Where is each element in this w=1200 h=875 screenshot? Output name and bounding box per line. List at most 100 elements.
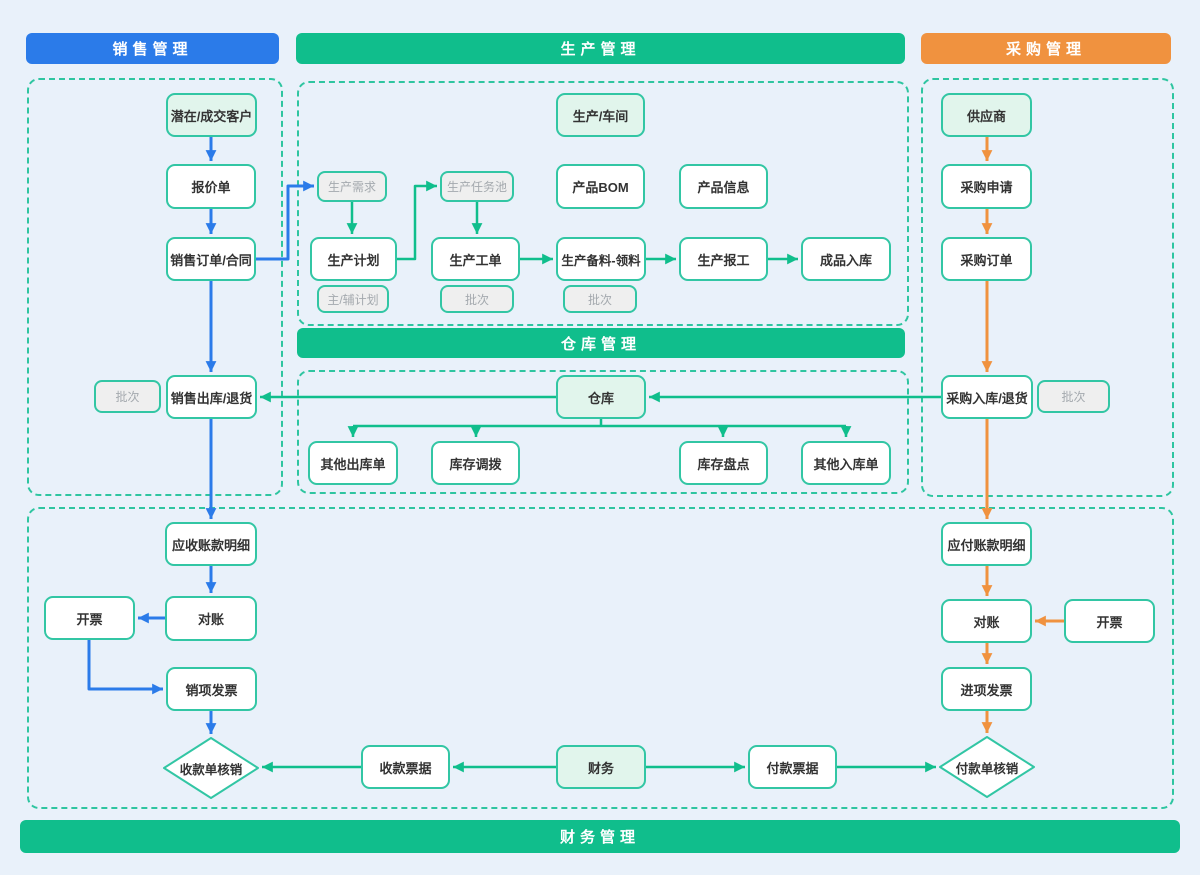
diamond-shape bbox=[163, 737, 259, 799]
node-supplier-label: 供应商 bbox=[966, 108, 1006, 124]
node-payment-writeoff-label: 付款单核销 bbox=[955, 761, 1019, 776]
connector bbox=[397, 180, 437, 261]
node-finance[interactable]: 财务 bbox=[556, 745, 646, 789]
node-batch-left[interactable]: 批次 bbox=[94, 380, 161, 413]
node-prod-material[interactable]: 生产备料-领料 bbox=[556, 237, 646, 281]
node-purchase-order[interactable]: 采购订单 bbox=[941, 237, 1032, 281]
node-stock-transfer[interactable]: 库存调拨 bbox=[431, 441, 520, 485]
node-purchase-order-label: 采购订单 bbox=[960, 252, 1013, 268]
node-prod-workshop-label: 生产/车间 bbox=[572, 108, 629, 124]
purchase-header-bar[interactable]: 采购管理 bbox=[921, 33, 1171, 64]
sales-header-bar[interactable]: 销售管理 bbox=[26, 33, 279, 64]
node-purchase-request[interactable]: 采购申请 bbox=[941, 164, 1032, 209]
purchase-flow-connectors bbox=[981, 137, 1064, 733]
node-stock-check[interactable]: 库存盘点 bbox=[679, 441, 768, 485]
node-prod-taskpool[interactable]: 生产任务池 bbox=[440, 171, 514, 202]
production-header-bar[interactable]: 生产管理 bbox=[296, 33, 905, 64]
node-prod-workorder[interactable]: 生产工单 bbox=[431, 237, 520, 281]
node-prod-demand[interactable]: 生产需求 bbox=[317, 171, 387, 202]
node-prod-workorder-label: 生产工单 bbox=[449, 252, 502, 268]
connector bbox=[256, 180, 314, 261]
diamond-shape bbox=[939, 736, 1035, 798]
node-purchase-in-label: 采购入库/退货 bbox=[946, 390, 1028, 406]
node-product-bom[interactable]: 产品BOM bbox=[556, 164, 645, 209]
node-invoice-right[interactable]: 开票 bbox=[1064, 599, 1155, 643]
node-customer-label: 潜在/成交客户 bbox=[170, 108, 253, 124]
production-region bbox=[297, 81, 909, 326]
node-quote[interactable]: 报价单 bbox=[166, 164, 256, 209]
node-sales-out[interactable]: 销售出库/退货 bbox=[166, 375, 257, 419]
node-quote-label: 报价单 bbox=[191, 180, 231, 195]
node-ar-detail[interactable]: 应收账款明细 bbox=[165, 522, 257, 566]
node-receipt-note[interactable]: 收款票据 bbox=[361, 745, 450, 789]
node-other-in[interactable]: 其他入库单 bbox=[801, 441, 891, 485]
node-plan-sub[interactable]: 主/辅计划 bbox=[317, 285, 389, 313]
node-recon-left[interactable]: 对账 bbox=[165, 596, 257, 641]
node-ap-detail[interactable]: 应付账款明细 bbox=[941, 522, 1032, 566]
finance-header-bar[interactable]: 财务管理 bbox=[20, 820, 1180, 853]
node-ap-detail-label: 应付账款明细 bbox=[947, 537, 1026, 553]
finance-region bbox=[27, 507, 1174, 809]
node-stock-transfer-label: 库存调拨 bbox=[449, 456, 502, 472]
node-finished-in-label: 成品入库 bbox=[819, 252, 872, 268]
node-batch-right-label: 批次 bbox=[1061, 390, 1086, 404]
node-plan-sub-label: 主/辅计划 bbox=[327, 292, 379, 307]
node-supplier[interactable]: 供应商 bbox=[941, 93, 1032, 137]
node-sales-order-label: 销售订单/合同 bbox=[170, 252, 252, 268]
node-prod-report[interactable]: 生产报工 bbox=[679, 237, 768, 281]
sales-header-label: 销售管理 bbox=[112, 41, 193, 58]
node-purchase-invoice-label: 进项发票 bbox=[960, 682, 1013, 698]
node-payment-note[interactable]: 付款票据 bbox=[748, 745, 837, 789]
node-product-info-label: 产品信息 bbox=[697, 180, 750, 195]
node-purchase-request-label: 采购申请 bbox=[960, 180, 1013, 195]
warehouse-header-label: 仓库管理 bbox=[560, 335, 641, 353]
node-prod-material-label: 生产备料-领料 bbox=[561, 253, 641, 268]
node-product-bom-label: 产品BOM bbox=[572, 180, 629, 195]
warehouse-region bbox=[297, 370, 909, 494]
node-prod-demand-label: 生产需求 bbox=[327, 180, 376, 194]
node-prod-workshop[interactable]: 生产/车间 bbox=[556, 93, 645, 137]
node-recon-right[interactable]: 对账 bbox=[941, 599, 1032, 643]
node-batch-left-label: 批次 bbox=[115, 390, 140, 404]
node-stock-check-label: 库存盘点 bbox=[697, 456, 750, 472]
node-other-out-label: 其他出库单 bbox=[320, 456, 386, 472]
node-sales-order[interactable]: 销售订单/合同 bbox=[166, 237, 256, 281]
node-finished-in[interactable]: 成品入库 bbox=[801, 237, 891, 281]
node-warehouse-label: 仓库 bbox=[587, 390, 614, 406]
node-finance-label: 财务 bbox=[587, 760, 614, 776]
node-ar-detail-label: 应收账款明细 bbox=[171, 537, 250, 553]
node-other-out[interactable]: 其他出库单 bbox=[308, 441, 398, 485]
node-batch-workorder[interactable]: 批次 bbox=[440, 285, 514, 313]
node-purchase-invoice[interactable]: 进项发票 bbox=[941, 667, 1032, 711]
node-prod-plan[interactable]: 生产计划 bbox=[310, 237, 397, 281]
connector bbox=[87, 640, 163, 695]
sales-flow-connectors bbox=[87, 137, 314, 734]
node-batch-workorder-label: 批次 bbox=[464, 292, 489, 307]
purchase-region bbox=[921, 78, 1174, 497]
node-receipt-writeoff[interactable]: 收款单核销 bbox=[163, 737, 259, 799]
node-sales-out-label: 销售出库/退货 bbox=[170, 390, 253, 406]
node-recon-right-label: 对账 bbox=[973, 614, 1000, 630]
node-payment-note-label: 付款票据 bbox=[766, 760, 819, 776]
node-sales-invoice[interactable]: 销项发票 bbox=[166, 667, 257, 711]
node-warehouse[interactable]: 仓库 bbox=[556, 375, 646, 419]
node-product-info[interactable]: 产品信息 bbox=[679, 164, 768, 209]
node-batch-material-label: 批次 bbox=[587, 292, 612, 307]
production-header-label: 生产管理 bbox=[560, 41, 641, 58]
production-warehouse-connectors bbox=[260, 180, 941, 773]
node-invoice-left[interactable]: 开票 bbox=[44, 596, 135, 640]
warehouse-header-bar[interactable]: 仓库管理 bbox=[297, 328, 905, 358]
node-prod-report-label: 生产报工 bbox=[697, 252, 750, 268]
node-invoice-right-label: 开票 bbox=[1096, 614, 1123, 630]
node-batch-right[interactable]: 批次 bbox=[1037, 380, 1110, 413]
node-batch-material[interactable]: 批次 bbox=[563, 285, 637, 313]
node-purchase-in[interactable]: 采购入库/退货 bbox=[941, 375, 1033, 419]
node-prod-taskpool-label: 生产任务池 bbox=[446, 180, 507, 194]
node-customer[interactable]: 潜在/成交客户 bbox=[166, 93, 257, 137]
node-payment-writeoff[interactable]: 付款单核销 bbox=[939, 736, 1035, 798]
sales-region bbox=[27, 78, 283, 496]
node-prod-plan-label: 生产计划 bbox=[327, 252, 380, 268]
purchase-header-label: 采购管理 bbox=[1005, 41, 1086, 58]
